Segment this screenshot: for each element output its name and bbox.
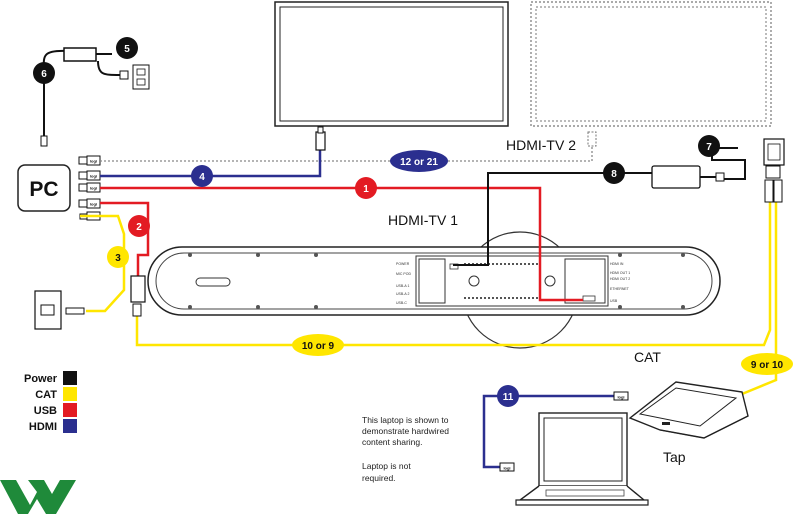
- port-label-ethernet: ETHERNET: [610, 287, 630, 291]
- legend-usb-label: USB: [34, 405, 57, 417]
- badge-6: 6: [33, 62, 55, 84]
- bar-power-brick: [651, 165, 701, 189]
- svg-text:3: 3: [115, 253, 121, 264]
- pc-port-logi-1: logi: [90, 159, 97, 164]
- port-label-hdmi-out1: HDMI OUT 1: [610, 271, 630, 275]
- cable-11-hdmi: [482, 394, 614, 469]
- tap: [628, 381, 749, 439]
- badge-7: 7: [698, 135, 720, 157]
- pc-label: PC: [29, 178, 58, 201]
- badge-4: 4: [191, 165, 213, 187]
- legend-power-swatch: [63, 371, 77, 385]
- svg-text:9 or 10: 9 or 10: [751, 360, 784, 371]
- svg-text:content sharing.: content sharing.: [362, 437, 422, 447]
- pc-power-brick: [42, 47, 129, 80]
- port-label-usb-c: USB-C: [396, 301, 407, 305]
- tap-connector-logi: logi: [617, 395, 624, 400]
- port-label-usb-a2: USB-A 2: [396, 292, 409, 296]
- laptop-note: This laptop is shown to demonstrate hard…: [362, 415, 449, 483]
- svg-text:required.: required.: [362, 473, 396, 483]
- badge-8: 8: [603, 162, 625, 184]
- pc-port-logi-2: logi: [90, 174, 97, 179]
- badge-11: 11: [497, 385, 519, 407]
- legend-power-label: Power: [24, 373, 58, 385]
- svg-text:11: 11: [503, 392, 514, 403]
- pc-port-logi-3: logi: [90, 186, 97, 191]
- badge-10-or-9: 10 or 9: [292, 334, 344, 356]
- svg-text:6: 6: [41, 69, 47, 80]
- cable-1-usb: [100, 186, 583, 302]
- port-label-power: POWER: [396, 262, 410, 266]
- badge-12-or-21: 12 or 21: [390, 150, 448, 172]
- wall-outlet-left: [132, 64, 150, 90]
- laptop: [515, 412, 649, 506]
- network-wall-jack: [34, 290, 85, 330]
- label-cat: CAT: [634, 349, 661, 365]
- video-bar: [147, 231, 721, 349]
- cable-2-usb: [100, 201, 150, 276]
- legend-hdmi-label: HDMI: [29, 421, 57, 433]
- label-hdmi-tv1: HDMI-TV 1: [388, 212, 458, 228]
- laptop-connector-logi: logi: [503, 466, 510, 471]
- cable-10-cat: [135, 200, 772, 347]
- wall-outlet-right: [763, 138, 785, 203]
- svg-text:10 or 9: 10 or 9: [302, 341, 335, 352]
- badge-1: 1: [355, 177, 377, 199]
- legend: Power CAT USB HDMI: [24, 371, 77, 433]
- legend-cat-swatch: [63, 387, 77, 401]
- svg-text:2: 2: [136, 222, 142, 233]
- svg-text:Laptop is not: Laptop is not: [362, 461, 411, 471]
- legend-cat-label: CAT: [35, 389, 57, 401]
- cable-8-power: [453, 172, 652, 266]
- cable-12-hdmi-tv2: [100, 146, 593, 162]
- badge-5: 5: [116, 37, 138, 59]
- svg-text:7: 7: [706, 142, 712, 153]
- svg-text:4: 4: [199, 172, 205, 183]
- svg-text:5: 5: [124, 44, 130, 55]
- pc-port-logi-4: logi: [90, 202, 97, 207]
- port-label-usb-a1: USB-A 1: [396, 284, 409, 288]
- svg-text:12 or 21: 12 or 21: [400, 157, 438, 168]
- port-label-hdmi-in: HDMI IN: [610, 262, 624, 266]
- badge-9-or-10: 9 or 10: [741, 353, 793, 375]
- svg-text:This laptop is shown to: This laptop is shown to: [362, 415, 449, 425]
- brand-logo: [0, 480, 76, 514]
- tv-2: [530, 1, 772, 127]
- cable-4-hdmi: [100, 150, 322, 178]
- pc-power-plug: [40, 135, 48, 147]
- label-tap: Tap: [663, 449, 686, 465]
- pc: PC: [17, 164, 71, 212]
- svg-text:1: 1: [363, 184, 369, 195]
- port-label-mic-pod: MIC POD: [396, 272, 411, 276]
- port-label-hdmi-out2: HDMI OUT 2: [610, 277, 630, 281]
- badge-3: 3: [107, 246, 129, 268]
- port-label-usb: USB: [610, 299, 618, 303]
- badge-2: 2: [128, 215, 150, 237]
- svg-text:demonstrate hardwired: demonstrate hardwired: [362, 426, 449, 436]
- label-hdmi-tv2: HDMI-TV 2: [506, 137, 576, 153]
- legend-usb-swatch: [63, 403, 77, 417]
- legend-hdmi-swatch: [63, 419, 77, 433]
- tv-1: [274, 1, 509, 127]
- svg-text:8: 8: [611, 169, 617, 180]
- cable-9-cat: [741, 200, 778, 396]
